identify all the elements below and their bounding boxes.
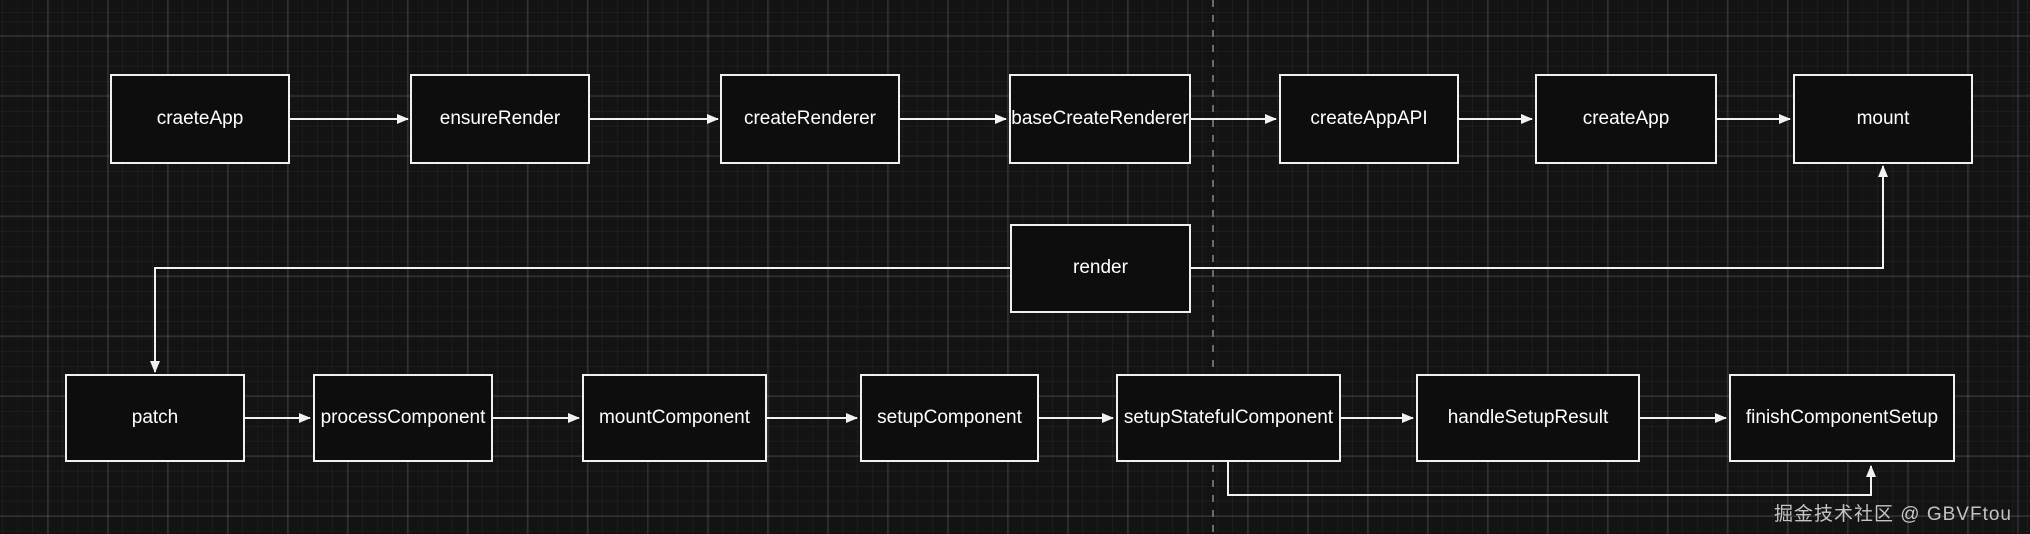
node-createRenderer[interactable]: createRenderer (720, 74, 900, 164)
node-label: baseCreateRenderer (1011, 107, 1189, 129)
edge-setupStatefulComponent-finishComponentSetup (1227, 462, 1876, 496)
node-label: setupStatefulComponent (1123, 406, 1334, 428)
node-label: ensureRender (439, 107, 561, 129)
node-label: craeteApp (156, 107, 244, 129)
node-setupComponent[interactable]: setupComponent (860, 374, 1039, 462)
node-baseCreateRenderer[interactable]: baseCreateRenderer (1009, 74, 1191, 164)
node-label: handleSetupResult (1447, 406, 1609, 428)
node-ensureRender[interactable]: ensureRender (410, 74, 590, 164)
node-mountComponent[interactable]: mountComponent (582, 374, 767, 462)
node-createAppAPI[interactable]: createAppAPI (1279, 74, 1459, 164)
node-label: mountComponent (598, 406, 751, 428)
node-label: setupComponent (877, 406, 1022, 428)
watermark-text: 掘金技术社区 @ GBVFtou (1774, 504, 2012, 525)
node-createApp[interactable]: createApp (1535, 74, 1717, 164)
node-label: finishComponentSetup (1745, 406, 1939, 428)
node-setupStatefulComponent[interactable]: setupStatefulComponent (1116, 374, 1341, 462)
node-label: mount (1856, 107, 1910, 129)
node-processComponent[interactable]: processComponent (313, 374, 493, 462)
node-finishComponentSetup[interactable]: finishComponentSetup (1729, 374, 1955, 462)
node-label: patch (131, 406, 179, 428)
node-mount[interactable]: mount (1793, 74, 1973, 164)
node-craeteApp[interactable]: craeteApp (110, 74, 290, 164)
node-render[interactable]: render (1010, 224, 1191, 313)
edge-render-patch (150, 267, 1010, 373)
node-label: createRenderer (743, 107, 877, 129)
edge-render-mount (1191, 165, 1888, 269)
node-label: render (1073, 257, 1128, 279)
node-label: processComponent (320, 406, 486, 428)
node-handleSetupResult[interactable]: handleSetupResult (1416, 374, 1640, 462)
node-patch[interactable]: patch (65, 374, 245, 462)
node-label: createApp (1582, 107, 1670, 129)
node-label: createAppAPI (1310, 107, 1428, 129)
